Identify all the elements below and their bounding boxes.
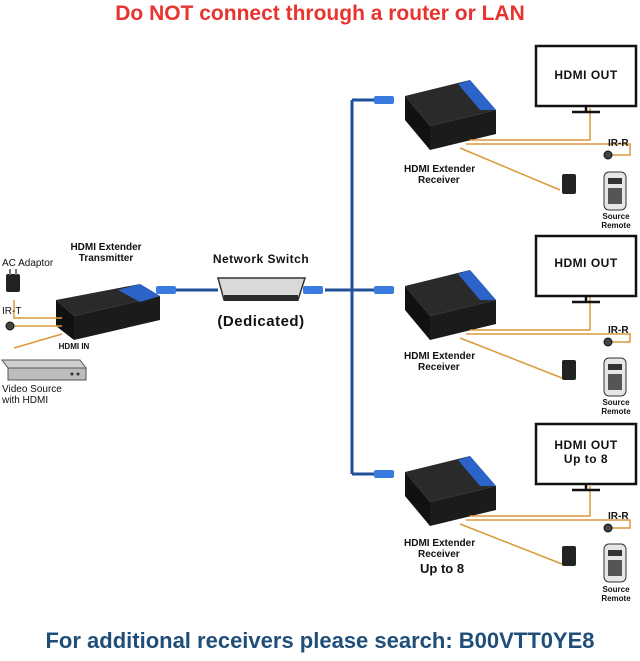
video-source-graphic bbox=[1, 359, 87, 381]
receiver-2-label-line1: HDMI Extender bbox=[404, 351, 476, 362]
receiver-3-label-line2: Receiver bbox=[418, 549, 460, 560]
monitor-stands bbox=[572, 106, 600, 492]
receiver-2-label-line2: Receiver bbox=[418, 362, 460, 373]
monitor-3-label-line1: HDMI OUT bbox=[554, 438, 618, 452]
transmitter-label-line1: HDMI Extender bbox=[70, 242, 142, 253]
ir-r-1-label: IR-R bbox=[608, 138, 629, 149]
remote-2-label-line1: Source bbox=[602, 398, 630, 407]
cable-connectors bbox=[156, 96, 394, 478]
remote-2-label-line2: Remote bbox=[601, 407, 631, 416]
remote-1-label-line2: Remote bbox=[601, 221, 631, 230]
transmitter-label-line2: Transmitter bbox=[78, 253, 134, 264]
transmitter-cables bbox=[13, 300, 63, 349]
monitor-2-label: HDMI OUT bbox=[554, 256, 618, 270]
ir-t-label: IR-T bbox=[2, 306, 22, 317]
ac-adaptor-graphic bbox=[6, 269, 20, 292]
ac-adaptor-label: AC Adaptor bbox=[2, 258, 54, 269]
footer-note: For additional receivers please search: … bbox=[45, 628, 595, 653]
ir-r-sensors bbox=[603, 150, 613, 533]
ir-t-sensor bbox=[5, 321, 15, 331]
monitors bbox=[534, 44, 638, 486]
receiver-power-adaptors bbox=[562, 174, 576, 566]
video-source-label-line2: with HDMI bbox=[2, 395, 49, 406]
video-source-label-line1: Video Source bbox=[2, 384, 62, 395]
network-switch-label: Network Switch bbox=[212, 252, 310, 266]
source-remotes bbox=[603, 171, 627, 583]
ir-r-3-label: IR-R bbox=[608, 511, 629, 522]
receiver-device-2 bbox=[405, 270, 496, 340]
receiver-1-label-line2: Receiver bbox=[418, 175, 460, 186]
ir-r-2-label: IR-R bbox=[608, 325, 629, 336]
remote-3-label-line1: Source bbox=[602, 585, 630, 594]
dedicated-note: (Dedicated) bbox=[217, 313, 305, 330]
receiver-cables bbox=[459, 108, 631, 565]
remote-1-label-line1: Source bbox=[602, 212, 630, 221]
remote-3-label-line2: Remote bbox=[601, 594, 631, 603]
network-switch-device bbox=[217, 277, 307, 301]
page-title: Do NOT connect through a router or LAN bbox=[115, 2, 525, 25]
receiver-device-3 bbox=[405, 456, 496, 526]
receiver-device-1 bbox=[405, 80, 496, 150]
receiver-3-up-to-label: Up to 8 bbox=[420, 561, 465, 576]
transmitter-device bbox=[56, 284, 160, 340]
receiver-1-label-line1: HDMI Extender bbox=[404, 164, 476, 175]
monitor-1-label: HDMI OUT bbox=[554, 68, 618, 82]
monitor-3-label-line2: Up to 8 bbox=[563, 452, 609, 466]
hdmi-in-port-label: HDMI IN bbox=[58, 342, 90, 351]
network-cables bbox=[176, 98, 374, 476]
receiver-3-label-line1: HDMI Extender bbox=[404, 538, 476, 549]
